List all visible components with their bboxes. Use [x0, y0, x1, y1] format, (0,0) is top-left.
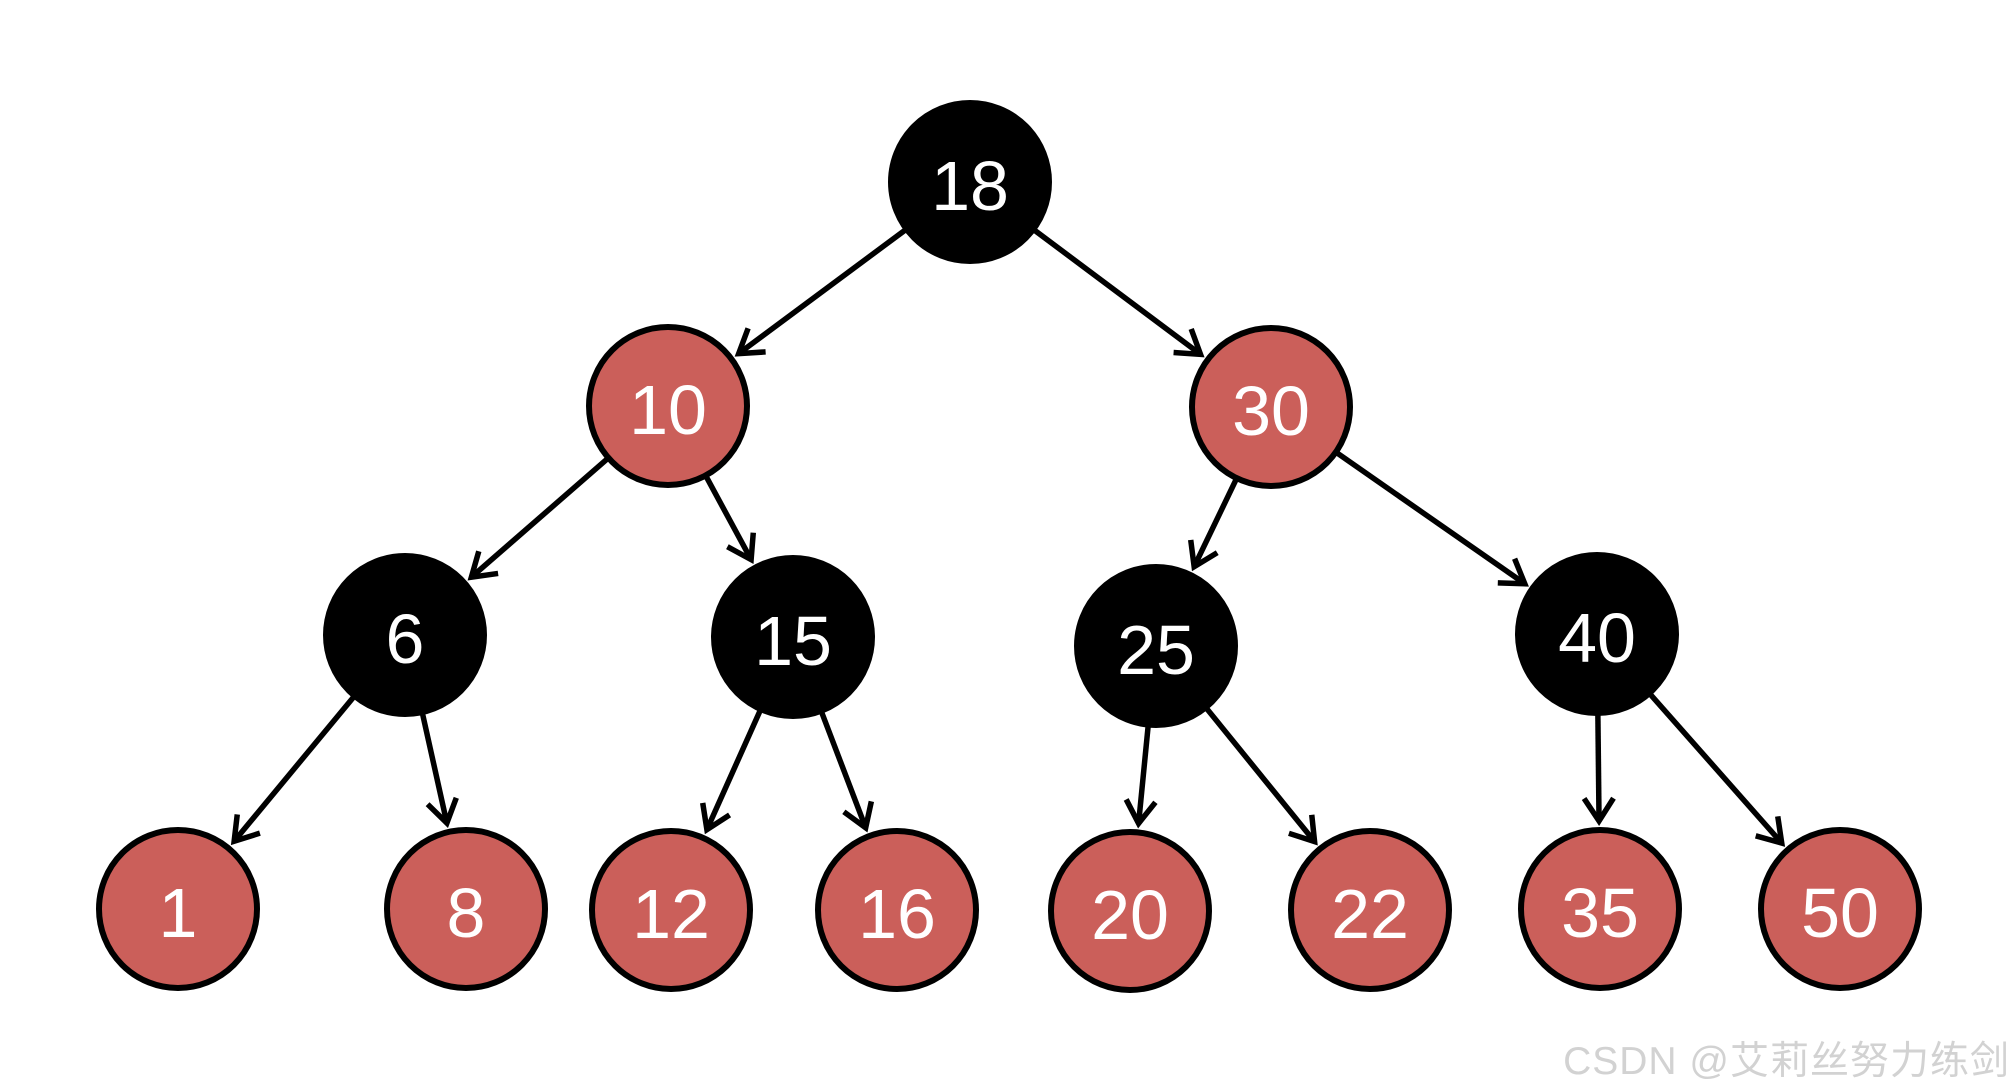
node-circle-red: [1189, 325, 1353, 489]
edge-10-to-15: [704, 475, 757, 565]
tree-node-40: 40: [1515, 552, 1679, 716]
edge-25-to-22: [1204, 707, 1318, 846]
tree-node-6: 6: [323, 553, 487, 717]
node-circle-black: [1515, 552, 1679, 716]
node-value: 20: [1091, 876, 1169, 954]
node-circle-black: [711, 555, 875, 719]
node-value: 30: [1232, 372, 1310, 450]
edge-40-to-50: [1648, 692, 1786, 847]
tree-node-18: 18: [888, 100, 1052, 264]
edge-15-to-12: [700, 709, 763, 835]
node-circle-red: [96, 827, 260, 991]
tree-node-25: 25: [1074, 564, 1238, 728]
tree-node-20: 20: [1048, 829, 1212, 993]
node-value: 8: [447, 874, 486, 952]
node-value: 35: [1561, 874, 1639, 952]
node-value: 40: [1558, 599, 1636, 677]
node-value: 6: [386, 600, 425, 678]
node-value: 25: [1117, 611, 1195, 689]
node-value: 16: [858, 875, 936, 953]
edge-25-to-20: [1123, 726, 1158, 829]
edge-6-to-1: [230, 695, 356, 846]
tree-edges: [230, 228, 1786, 847]
tree-node-15: 15: [711, 555, 875, 719]
edge-18-to-30: [1033, 228, 1205, 358]
node-circle-red: [586, 324, 750, 488]
node-value: 1: [159, 874, 198, 952]
tree-node-22: 22: [1288, 828, 1452, 992]
tree-node-12: 12: [589, 828, 753, 992]
tree-node-35: 35: [1518, 827, 1682, 991]
node-circle-black: [1074, 564, 1238, 728]
edge-30-to-40: [1335, 451, 1529, 587]
edge-6-to-8: [419, 713, 459, 829]
tree-node-50: 50: [1758, 827, 1922, 991]
edge-18-to-10: [734, 228, 907, 357]
tree-node-10: 10: [586, 324, 750, 488]
node-value: 15: [754, 602, 832, 680]
edge-40-to-35: [1581, 714, 1616, 827]
node-circle-red: [1048, 829, 1212, 993]
node-circle-red: [589, 828, 753, 992]
node-circle-red: [384, 827, 548, 991]
node-circle-black: [888, 100, 1052, 264]
node-value: 12: [632, 875, 710, 953]
node-circle-red: [815, 828, 979, 992]
tree-node-30: 30: [1189, 325, 1353, 489]
edge-10-to-6: [467, 457, 609, 581]
node-value: 50: [1801, 874, 1879, 952]
node-value: 10: [629, 371, 707, 449]
tree-node-16: 16: [815, 828, 979, 992]
node-value: 18: [931, 147, 1009, 225]
edge-15-to-16: [819, 711, 875, 833]
node-circle-red: [1758, 827, 1922, 991]
tree-node-1: 1: [96, 827, 260, 991]
node-circle-red: [1288, 828, 1452, 992]
csdn-watermark: CSDN @艾莉丝努力练剑: [1563, 1040, 2010, 1083]
edge-30-to-25: [1187, 478, 1239, 572]
node-circle-red: [1518, 827, 1682, 991]
node-value: 22: [1331, 875, 1409, 953]
node-circle-black: [323, 553, 487, 717]
tree-node-8: 8: [384, 827, 548, 991]
